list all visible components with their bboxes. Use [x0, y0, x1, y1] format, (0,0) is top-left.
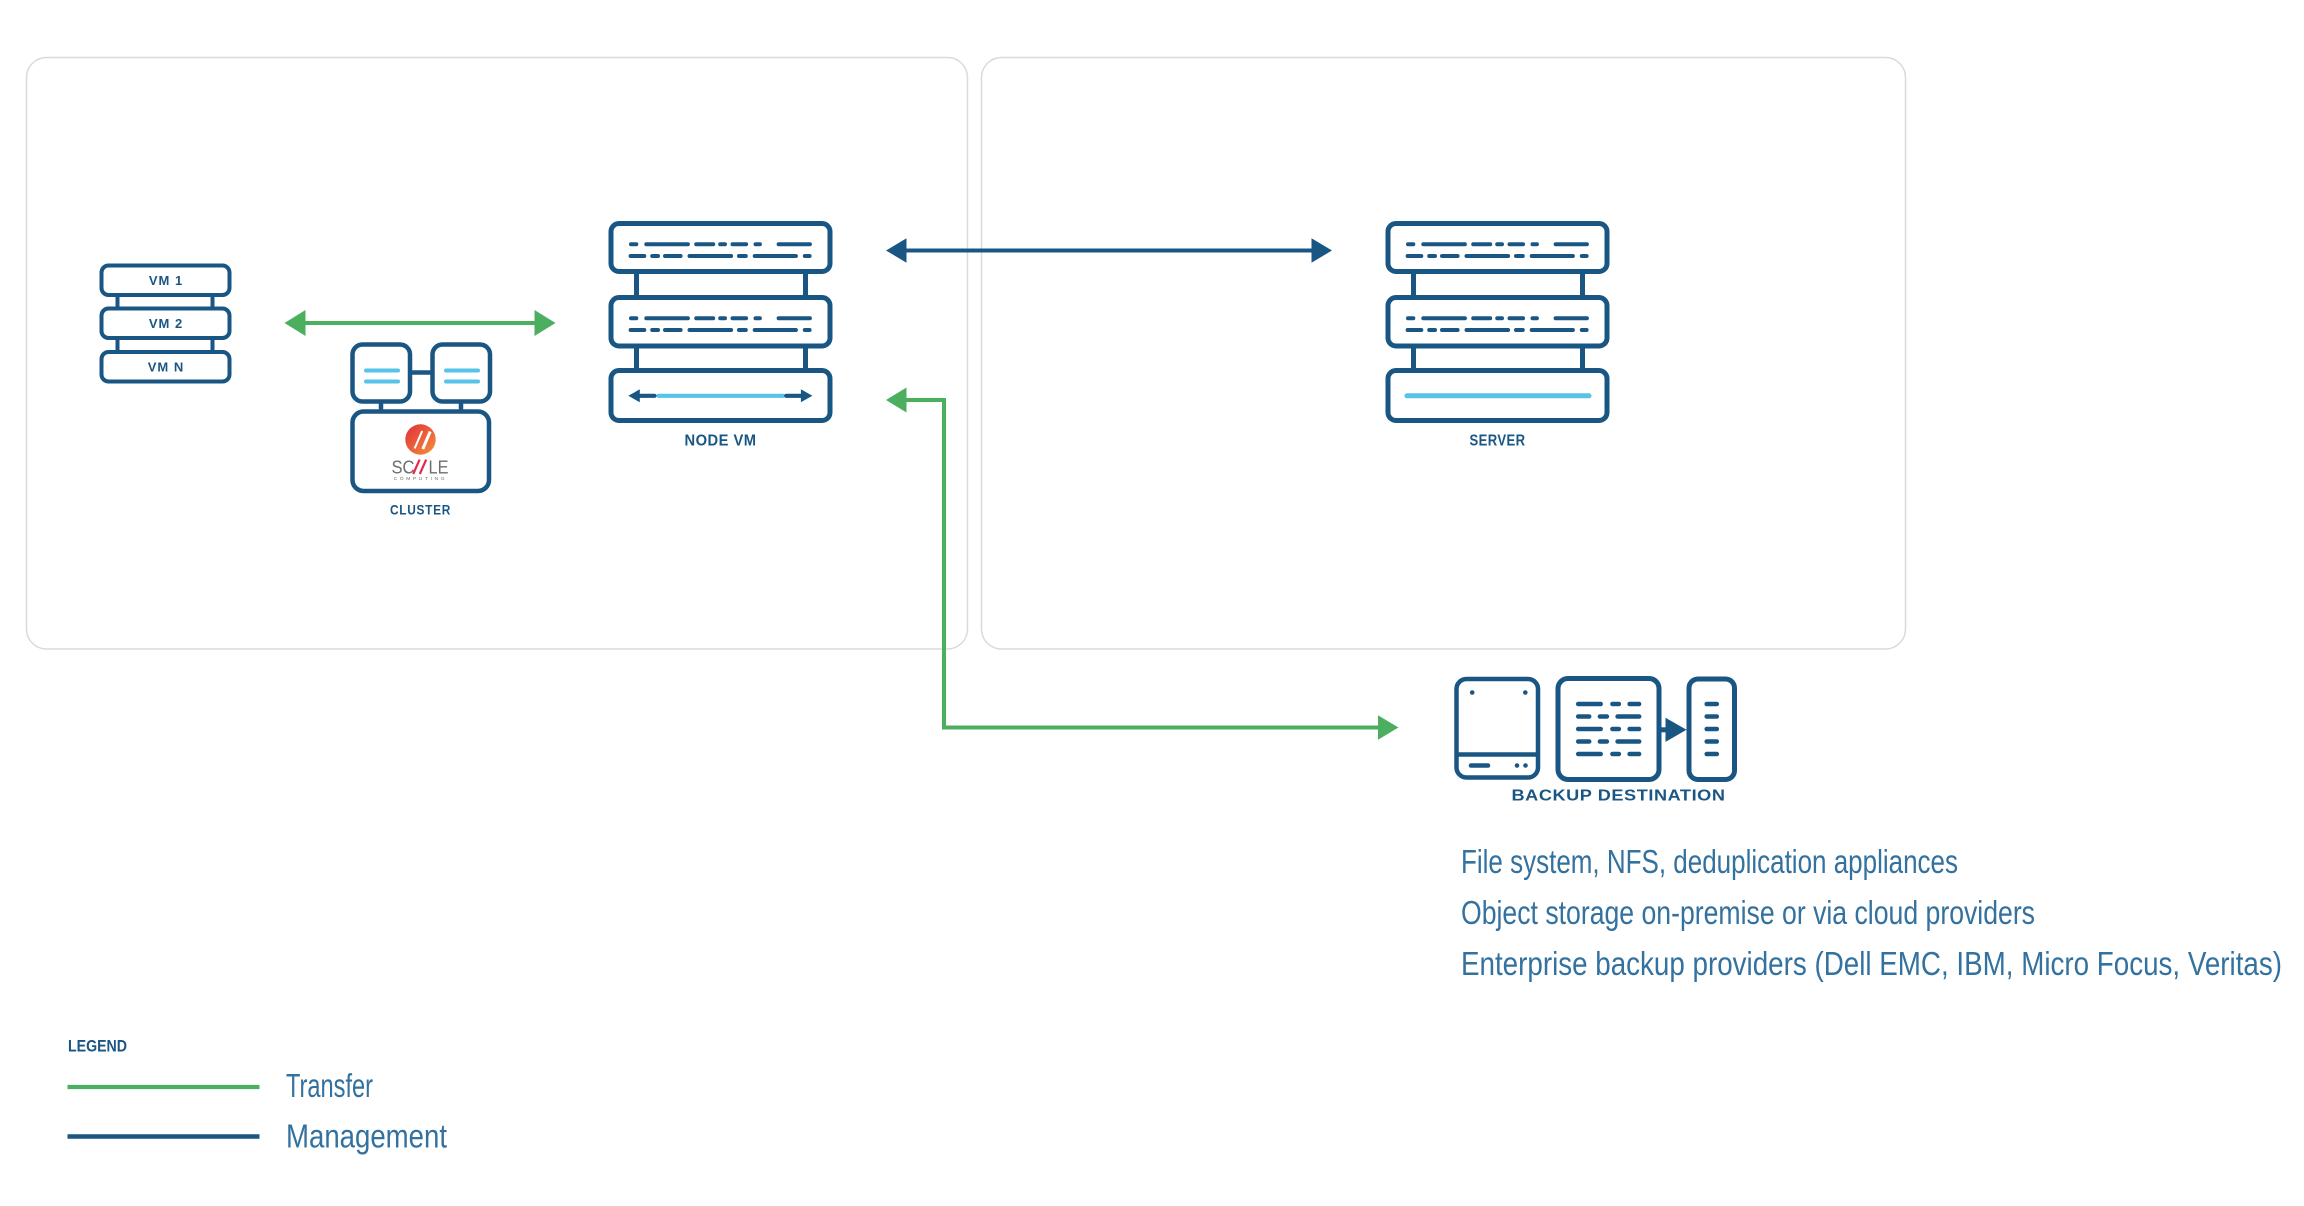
svg-text:BACKUP DESTINATION: BACKUP DESTINATION — [1512, 788, 1726, 805]
svg-text:VM 2: VM 2 — [149, 316, 183, 331]
svg-text:Object storage on-premise or v: Object storage on-premise or via cloud p… — [1461, 894, 2035, 931]
svg-text:VM N: VM N — [148, 360, 185, 375]
svg-text:Transfer: Transfer — [286, 1067, 373, 1104]
svg-text:NODE VM: NODE VM — [685, 433, 757, 450]
svg-text:Management: Management — [286, 1118, 447, 1155]
svg-text:LE: LE — [429, 458, 449, 478]
svg-text:LEGEND: LEGEND — [68, 1037, 127, 1056]
svg-text:COMPUTING: COMPUTING — [394, 476, 448, 482]
svg-text:SERVER: SERVER — [1470, 433, 1526, 450]
svg-text:VM 1: VM 1 — [149, 273, 183, 288]
svg-text:SC: SC — [392, 458, 415, 478]
svg-text:File system, NFS, deduplicatio: File system, NFS, deduplication applianc… — [1461, 843, 1958, 880]
svg-text:Enterprise backup providers (D: Enterprise backup providers (Dell EMC, I… — [1461, 945, 2282, 982]
svg-text:CLUSTER: CLUSTER — [390, 503, 451, 518]
